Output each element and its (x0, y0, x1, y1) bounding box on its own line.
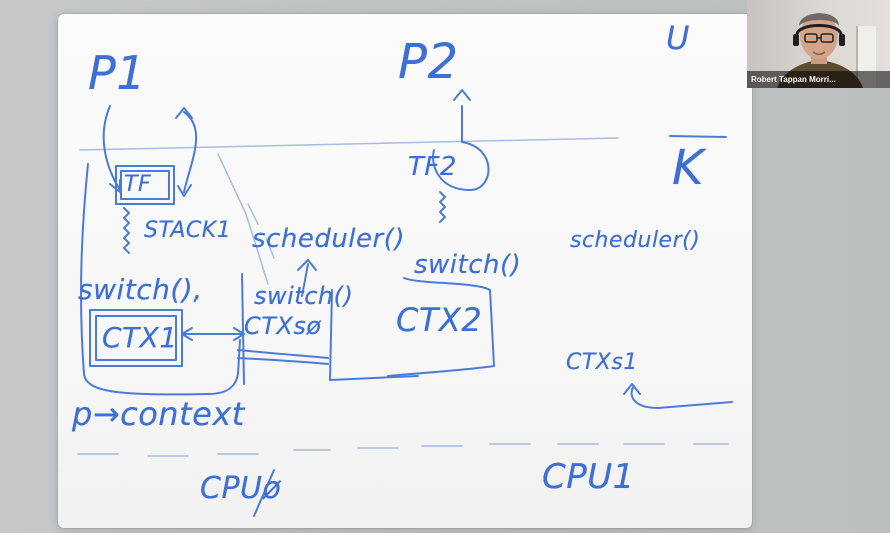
cpu1-label: CPU1 (542, 457, 635, 497)
ctx1-box-outer (89, 309, 183, 367)
tf2-loop (432, 141, 490, 191)
context-ctxs1: CTXs1 (566, 350, 638, 375)
user-mode-label: U (666, 19, 690, 57)
squiggle-tf-stack (123, 207, 130, 254)
p1-down-arrow (102, 105, 121, 191)
process-p2-label: P2 (398, 34, 459, 90)
switch-up-arrowhead (297, 259, 317, 271)
p1-dashed-line (217, 153, 269, 285)
p1-kernel-region (80, 163, 241, 396)
ctx2-region (387, 277, 495, 377)
scheduler-label-right: scheduler() (570, 228, 701, 253)
context-ctx1: CTX1 (102, 321, 178, 354)
whiteboard-drawing (77, 89, 733, 517)
tf-box-outer (115, 165, 175, 205)
trapframe-p2: TF2 (408, 152, 457, 182)
scheduler-label-left: scheduler() (252, 224, 405, 254)
user-kernel-boundary (79, 137, 619, 151)
participant-video-tile[interactable]: Robert Tappan Morri... (747, 0, 890, 88)
kernel-stack-label: STACK1 (144, 218, 232, 243)
switch-label-p1: switch(), (78, 273, 203, 306)
p2-arrowhead (453, 89, 471, 101)
proc-context-field: p→context (72, 395, 245, 433)
cpu0-slash (253, 469, 275, 517)
ctxs1-arrow (630, 385, 733, 409)
tf-box-inner (120, 170, 170, 200)
whiteboard: U K P1 P2 TF TF2 STACK1 scheduler() sche… (58, 14, 752, 528)
scheduler-region-bottom-2 (237, 357, 329, 365)
switch-label-scheduler: switch() (254, 282, 354, 310)
scheduler-region (241, 273, 245, 385)
ctx1-box-inner (95, 315, 177, 361)
scheduler-dashed (247, 203, 275, 259)
squiggle-tf2-switch (439, 191, 446, 223)
switch-up-arrow (301, 263, 309, 297)
boundary-right-stroke (669, 135, 727, 138)
kernel-mode-label: K (672, 140, 704, 196)
ctx-arrowhead-left (181, 327, 193, 341)
trapframe-p1: TF (124, 172, 152, 197)
cpu-separator (77, 443, 729, 457)
switch-label-p2: switch() (414, 250, 522, 280)
p1-arrowhead-down (177, 184, 192, 197)
p1-up-down-arrow (183, 111, 198, 193)
scheduler-bracket (329, 289, 419, 381)
context-ctx2: CTX2 (396, 301, 483, 339)
process-p1-label: P1 (88, 46, 147, 100)
context-ctxs0: CTXsø (244, 312, 322, 340)
cpu0-label: CPUø (200, 471, 282, 506)
ctxs1-arrowhead (623, 383, 641, 395)
participant-name-label: Robert Tappan Morri... (747, 71, 890, 88)
p1-arrowhead-up (175, 107, 193, 119)
scheduler-region-bottom (237, 349, 329, 359)
